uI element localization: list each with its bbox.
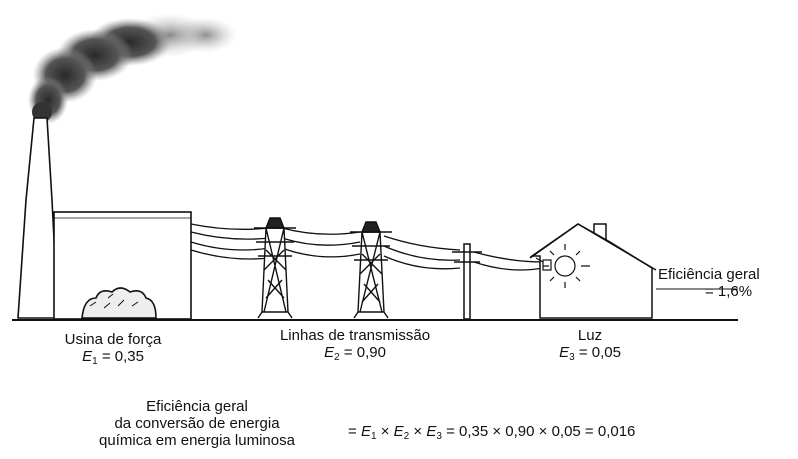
- light-label: Luz E3 = 0,05: [545, 327, 635, 363]
- light-name: Luz: [577, 327, 603, 344]
- caption-line-3: química em energia luminosa: [99, 432, 295, 449]
- power-plant-efficiency: E1 = 0,35: [82, 348, 144, 367]
- house-illustration: [529, 223, 657, 319]
- overall-conversion-caption: Eficiência geral da conversão de energia…: [72, 398, 322, 449]
- overall-efficiency-formula: = E1 × E2 × E3 = 0,35 × 0,90 × 0,05 = 0,…: [348, 423, 636, 442]
- power-plant-illustration: [17, 117, 192, 320]
- overall-efficiency-tag: Eficiência geral = 1,6%: [658, 266, 794, 300]
- caption-line-1: Eficiência geral: [146, 398, 248, 415]
- transmission-efficiency: E2 = 0,90: [324, 344, 386, 363]
- utility-pole: [452, 243, 482, 320]
- overall-tag-value: = 1,6%: [705, 283, 753, 300]
- power-plant-name: Usina de força: [64, 331, 162, 348]
- transmission-tower-2: [350, 221, 392, 319]
- overall-tag-title: Eficiência geral: [658, 266, 760, 283]
- light-bulb-icon: [542, 244, 590, 288]
- transmission-tower-1: [254, 217, 296, 319]
- power-plant-label: Usina de força E1 = 0,35: [38, 331, 188, 367]
- caption-line-2: da conversão de energia: [114, 415, 280, 432]
- smoke-plume: [28, 13, 237, 124]
- house-service-wire: [535, 257, 544, 263]
- transmission-label: Linhas de transmissão E2 = 0,90: [255, 327, 455, 363]
- transmission-wires: [190, 223, 544, 271]
- light-efficiency: E3 = 0,05: [559, 344, 621, 363]
- transmission-name: Linhas de transmissão: [279, 327, 431, 344]
